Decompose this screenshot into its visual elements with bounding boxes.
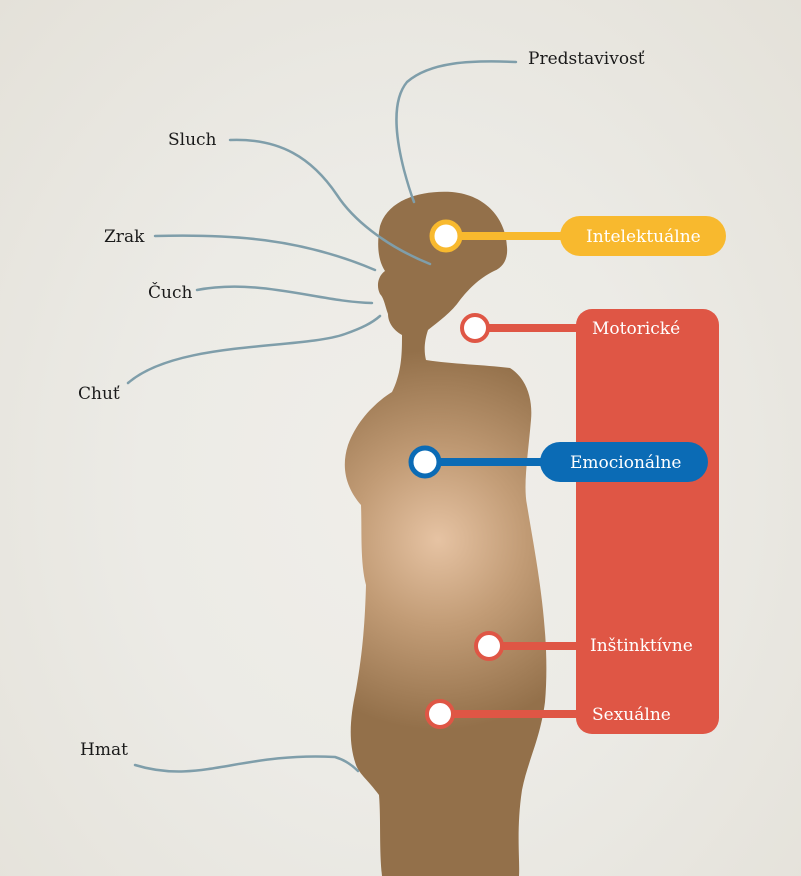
label-taste: Chuť <box>78 384 120 404</box>
label-instinctive: Inštinktívne <box>590 636 693 656</box>
sense-connectors <box>126 60 518 773</box>
pill-emotional <box>540 442 708 482</box>
label-motor: Motorické <box>592 319 681 339</box>
label-imagination: Predstavivosť <box>528 49 645 69</box>
center-connectors <box>408 216 726 729</box>
label-hearing: Sluch <box>168 130 217 150</box>
node-emotional <box>408 445 442 479</box>
label-touch: Hmat <box>80 740 128 760</box>
woman-silhouette <box>344 191 547 876</box>
label-sexual: Sexuálne <box>592 705 671 725</box>
connector-sight <box>153 234 377 272</box>
label-intellectual: Intelektuálne <box>586 227 701 247</box>
connector-touch <box>133 755 360 773</box>
connector-hearing <box>228 138 432 266</box>
label-smell: Čuch <box>148 283 193 303</box>
node-instinctive <box>474 631 504 661</box>
node-sexual <box>425 699 455 729</box>
lower-centers-panel <box>576 309 719 734</box>
connector-imagination <box>395 60 518 204</box>
label-sight: Zrak <box>104 227 145 247</box>
connector-taste <box>126 314 382 385</box>
node-motor <box>460 313 490 343</box>
pill-intellectual <box>560 216 726 256</box>
connector-smell <box>195 285 374 305</box>
node-intellectual <box>429 219 463 253</box>
label-emotional: Emocionálne <box>570 453 682 473</box>
